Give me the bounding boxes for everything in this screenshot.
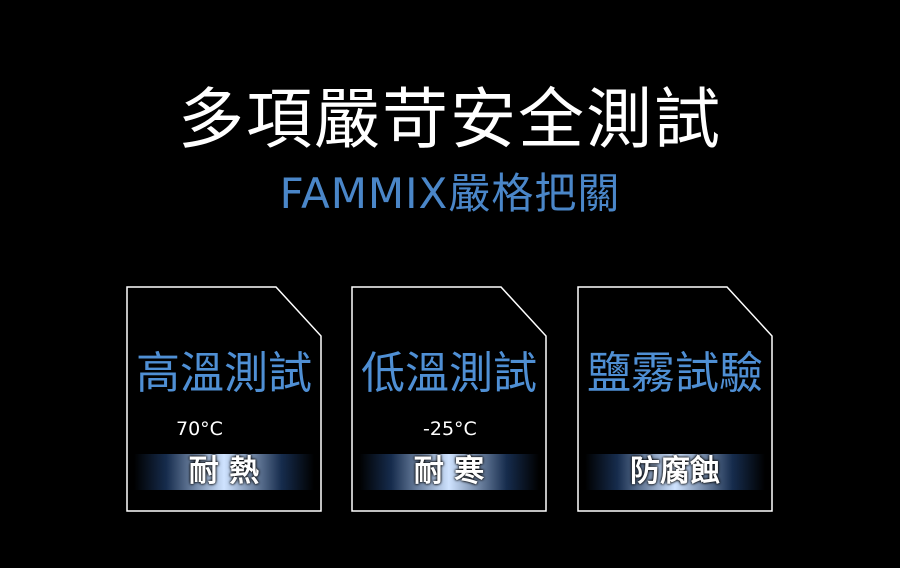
card-tag: 耐 寒 — [413, 454, 485, 489]
card-highlight-band — [585, 454, 765, 490]
card-highlight-band — [134, 454, 314, 490]
card-name: 高溫測試 — [136, 348, 312, 399]
card-name: 鹽霧試驗 — [587, 348, 763, 399]
card-highlight-band — [359, 454, 539, 490]
card-temperature: -25°C — [423, 418, 477, 440]
card-temperature: 70°C — [176, 418, 223, 440]
page-subtitle: FAMMIX嚴格把關 — [279, 169, 621, 218]
card-name: 低溫測試 — [361, 348, 537, 399]
test-card-high-temp: 高溫測試 70°C 耐 熱 — [126, 286, 322, 512]
card-frame — [126, 286, 322, 512]
card-tag: 耐 熱 — [188, 454, 260, 489]
card-frame — [351, 286, 547, 512]
card-tag: 防腐蝕 — [630, 454, 720, 489]
test-card-low-temp: 低溫測試 -25°C 耐 寒 — [351, 286, 547, 512]
card-frame — [577, 286, 773, 512]
test-card-salt-spray: 鹽霧試驗 防腐蝕 — [577, 286, 773, 512]
page-title: 多項嚴苛安全測試 — [178, 81, 722, 158]
